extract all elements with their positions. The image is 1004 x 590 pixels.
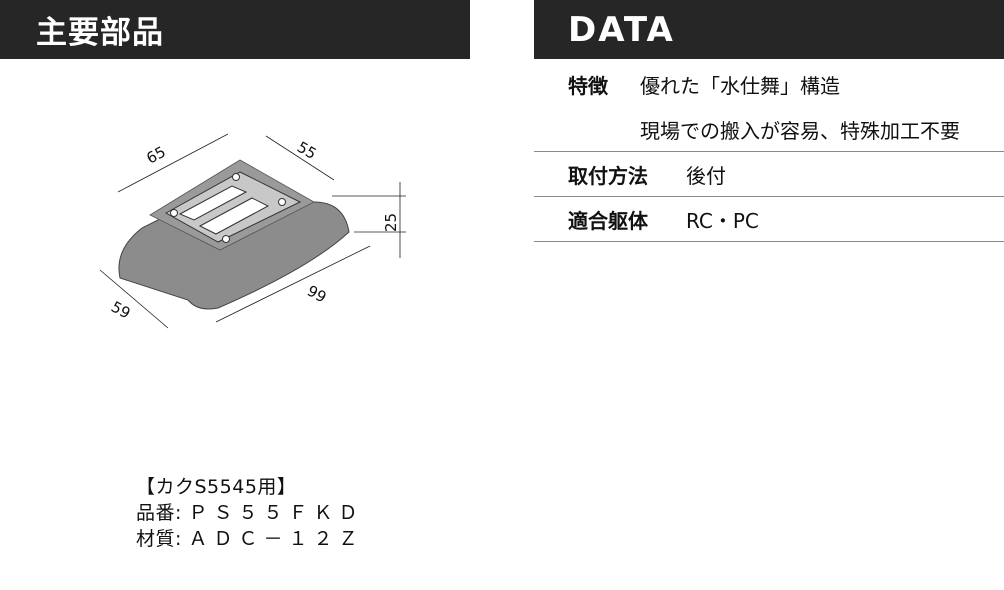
dimension-59: 59 bbox=[108, 298, 133, 323]
main-parts-title: 主要部品 bbox=[36, 15, 164, 51]
part-number-line: 品番: ＰＳ５５ＦＫＤ bbox=[136, 500, 363, 526]
part-hole bbox=[232, 173, 240, 181]
data-row-mounting: 取付方法 後付 bbox=[534, 152, 1004, 197]
data-row-label: 取付方法 bbox=[568, 164, 648, 188]
data-row-value: 現場での搬入が容易、特殊加工不要 bbox=[640, 119, 960, 143]
part-plate bbox=[164, 171, 302, 243]
part-hole bbox=[222, 235, 230, 243]
dimension-lines bbox=[99, 133, 406, 329]
part-hole bbox=[278, 198, 286, 206]
data-row-structure: 適合躯体 RC・PC bbox=[534, 197, 1004, 242]
part-number-label: 品番: bbox=[136, 502, 182, 524]
data-title: DATA bbox=[568, 9, 675, 50]
data-row-label: 適合躯体 bbox=[568, 209, 648, 233]
part-body bbox=[118, 201, 350, 310]
material-line: 材質: ＡＤＣ－１２Ｚ bbox=[136, 526, 363, 552]
material-label: 材質: bbox=[136, 528, 182, 550]
data-row-value: RC・PC bbox=[686, 209, 759, 233]
dimension-55: 55 bbox=[294, 138, 320, 163]
data-row-value: 後付 bbox=[686, 164, 726, 188]
data-header: DATA bbox=[534, 0, 1004, 59]
dimension-25: 25 bbox=[382, 213, 400, 232]
data-table: 特徴 優れた「水仕舞」構造 現場での搬入が容易、特殊加工不要 取付方法 後付 適… bbox=[534, 62, 1004, 242]
data-row-label: 特徴 bbox=[568, 74, 608, 98]
dimension-65: 65 bbox=[143, 143, 168, 168]
data-row-feature-cont: 現場での搬入が容易、特殊加工不要 bbox=[534, 107, 1004, 152]
part-slot bbox=[198, 197, 270, 235]
data-row-value: 優れた「水仕舞」構造 bbox=[640, 74, 840, 98]
part-diagram: 65 55 25 99 59 bbox=[99, 133, 406, 329]
data-row-feature: 特徴 優れた「水仕舞」構造 bbox=[534, 62, 1004, 107]
part-number-value: ＰＳ５５ＦＫＤ bbox=[188, 502, 364, 524]
part-caption: 【カクS5545用】 bbox=[136, 476, 297, 498]
part-info: 【カクS5545用】 品番: ＰＳ５５ＦＫＤ 材質: ＡＤＣ－１２Ｚ bbox=[136, 474, 363, 552]
part-slot bbox=[178, 185, 248, 221]
dimension-99: 99 bbox=[304, 282, 329, 307]
main-parts-header: 主要部品 bbox=[0, 0, 470, 59]
material-value: ＡＤＣ－１２Ｚ bbox=[188, 528, 364, 550]
part-hole bbox=[170, 209, 178, 217]
